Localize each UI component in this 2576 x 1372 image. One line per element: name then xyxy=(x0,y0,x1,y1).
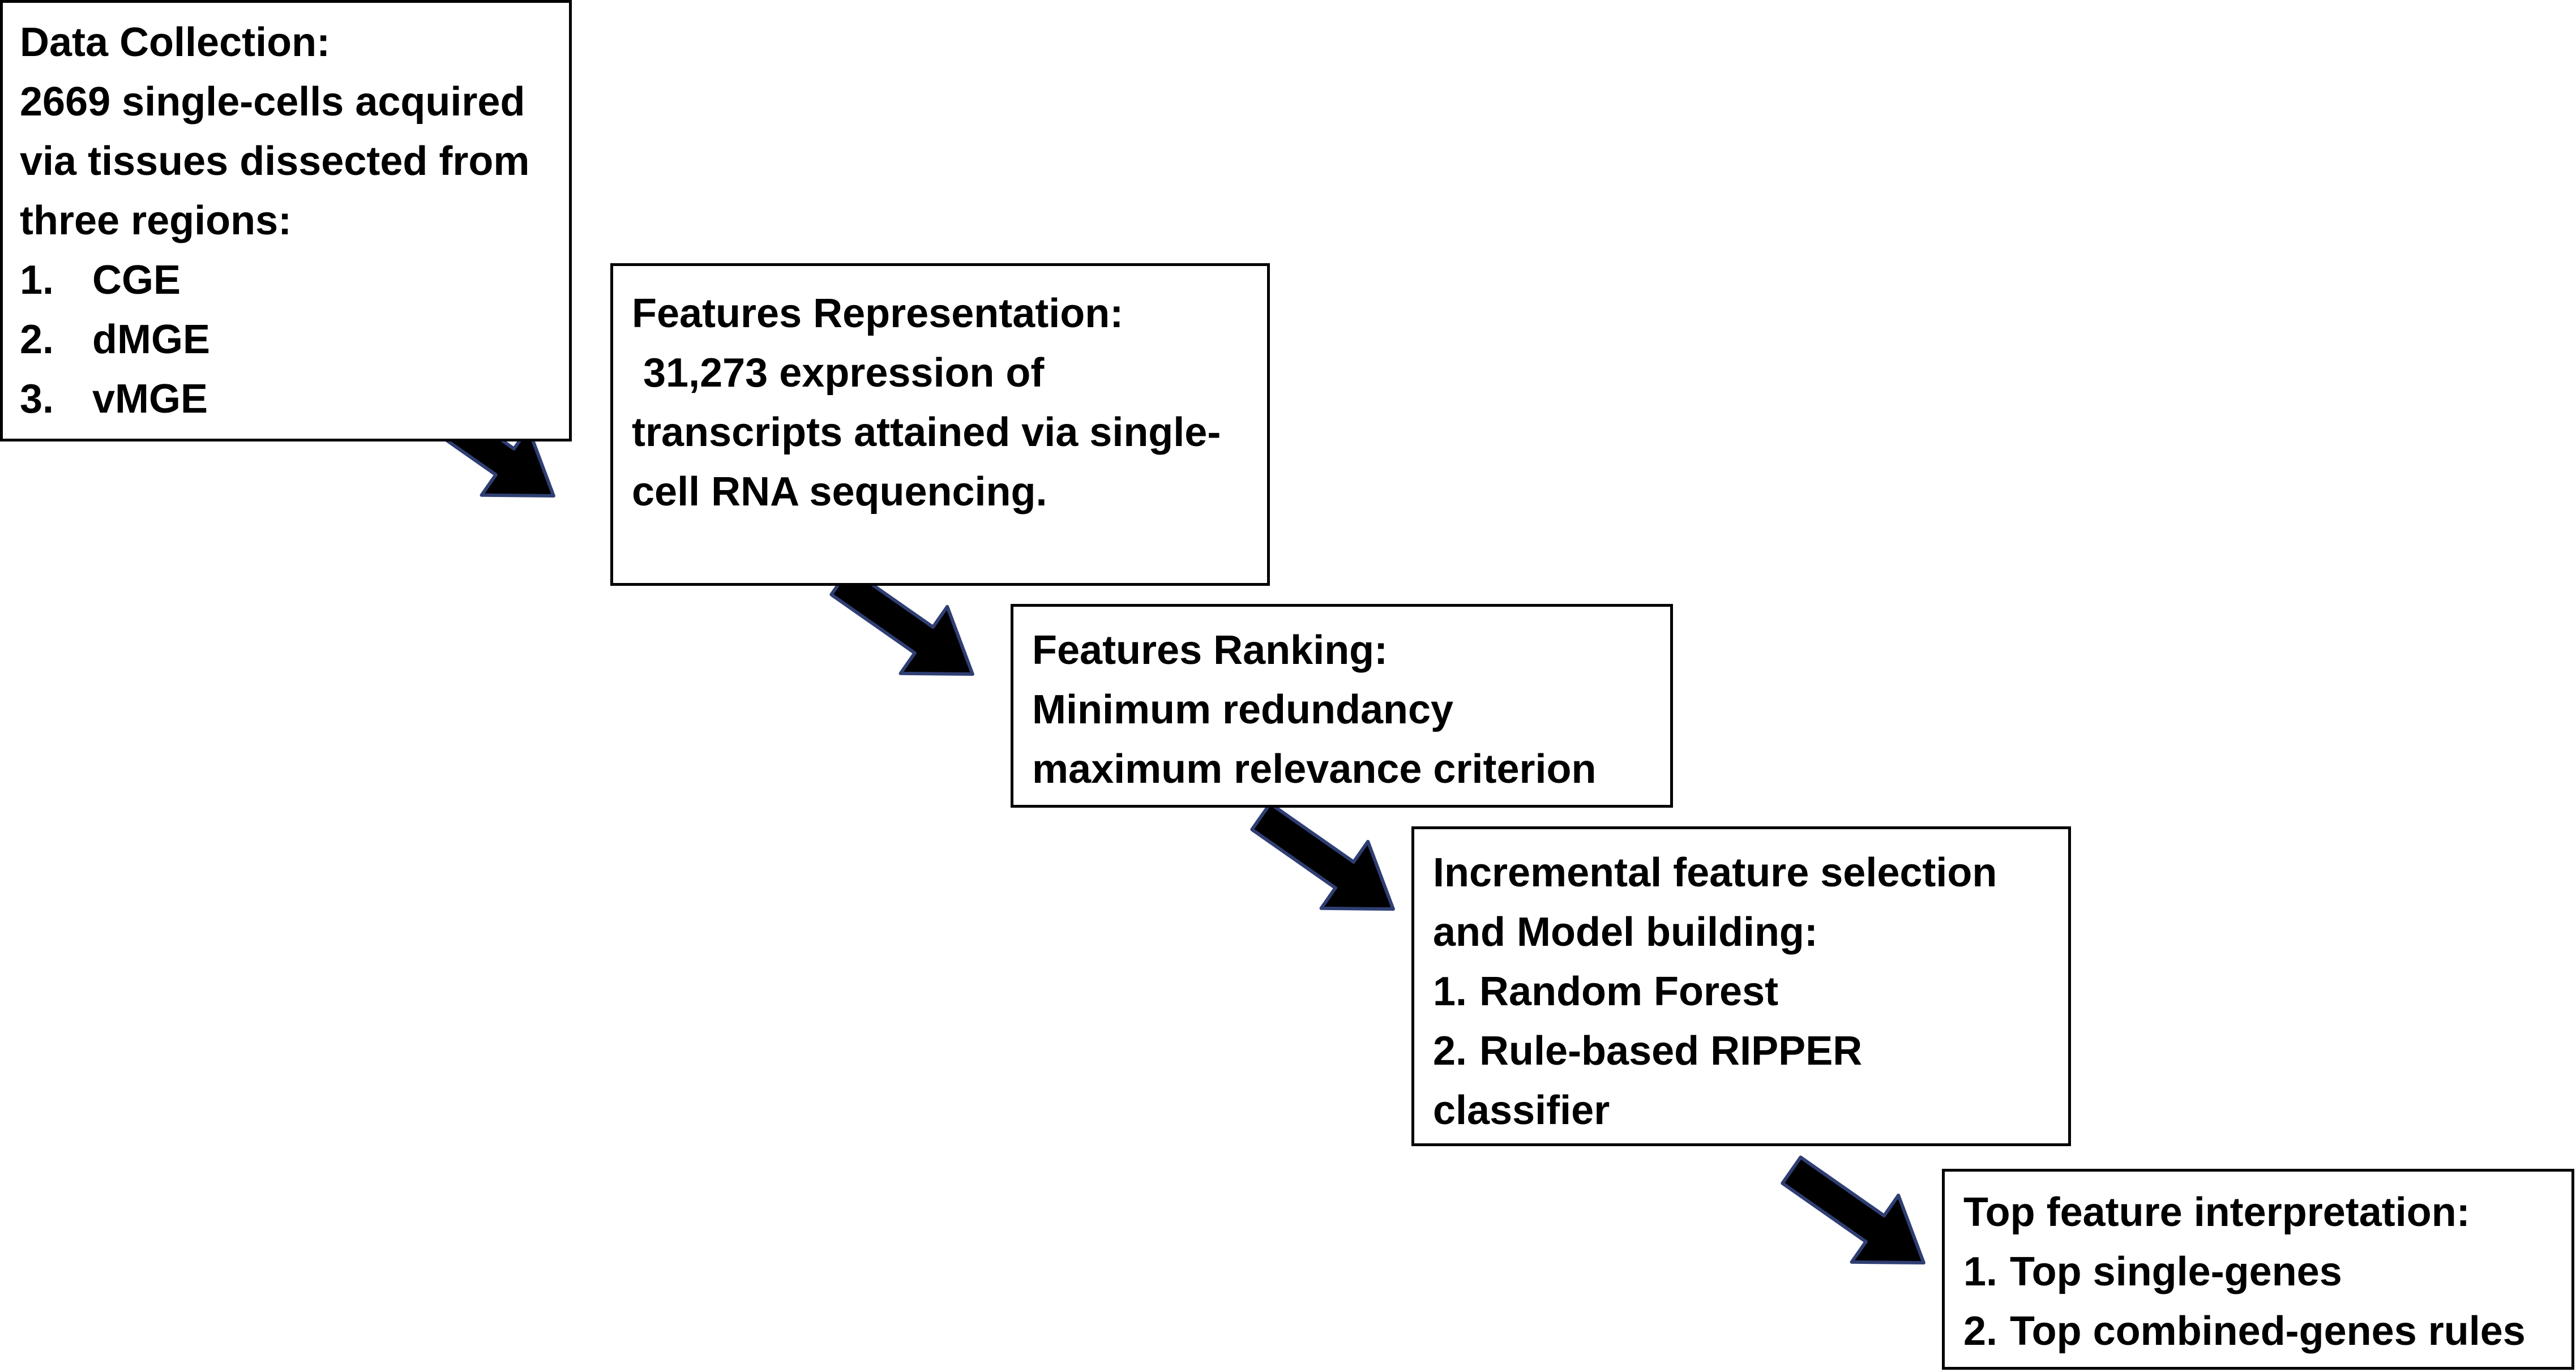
list-number: 1. xyxy=(1433,969,1467,1014)
list-item: 1. Random Forest xyxy=(1433,962,2051,1022)
step-title: Features Ranking: xyxy=(1032,628,1388,673)
arrow-down-right-icon xyxy=(1781,1155,1925,1265)
step-title: Incremental feature selection xyxy=(1433,850,1997,895)
list-label: dMGE xyxy=(92,317,210,362)
step-feature-selection-model-building: Incremental feature selection and Model … xyxy=(1411,826,2071,1146)
list-number: 3. xyxy=(20,376,54,422)
list-label: Rule-based RIPPER xyxy=(1479,1028,1863,1074)
step-text: Minimum redundancy xyxy=(1032,687,1454,732)
list-label: Random Forest xyxy=(1479,969,1779,1014)
list-label: vMGE xyxy=(92,376,208,422)
list-item: 2. Top combined-genes rules xyxy=(1963,1302,2560,1361)
step-data-collection: Data Collection: 2669 single-cells acqui… xyxy=(0,0,572,441)
step-title: Top feature interpretation: xyxy=(1963,1190,2470,1235)
step-top-feature-interpretation: Top feature interpretation: 1. Top singl… xyxy=(1942,1169,2574,1370)
list-item: 2. dMGE xyxy=(20,310,552,370)
step-features-ranking: Features Ranking: Minimum redundancy max… xyxy=(1011,604,1673,808)
step-text: via tissues dissected from xyxy=(20,139,530,184)
step-text: classifier xyxy=(1433,1088,1610,1133)
list-item: 1. Top single-genes xyxy=(1963,1242,2560,1302)
list-label: Top single-genes xyxy=(2010,1249,2342,1294)
step-text: and Model building: xyxy=(1433,910,1818,955)
list-number: 1. xyxy=(20,258,54,303)
list-number: 2. xyxy=(1433,1028,1467,1074)
step-features-representation: Features Representation: 31,273 expressi… xyxy=(610,263,1270,586)
step-text: maximum relevance criterion xyxy=(1032,747,1597,792)
list-label: Top combined-genes rules xyxy=(2010,1309,2526,1354)
step-text: cell RNA sequencing. xyxy=(632,469,1047,514)
step-text: transcripts attained via single- xyxy=(632,410,1221,455)
arrow-down-right-icon xyxy=(829,567,974,676)
step-title: Data Collection: xyxy=(20,20,331,65)
step-text: 31,273 expression of xyxy=(632,350,1045,396)
list-label: CGE xyxy=(92,258,181,303)
step-text: 2669 single-cells acquired xyxy=(20,79,525,125)
list-number: 2. xyxy=(1963,1309,1998,1354)
list-item: 1. CGE xyxy=(20,251,552,310)
list-item: 2. Rule-based RIPPER xyxy=(1433,1022,2051,1081)
arrow-down-right-icon xyxy=(1250,801,1395,911)
list-item: 3. vMGE xyxy=(20,370,552,429)
list-number: 2. xyxy=(20,317,54,362)
step-text: three regions: xyxy=(20,198,292,243)
step-title: Features Representation: xyxy=(632,291,1124,336)
list-number: 1. xyxy=(1963,1249,1998,1294)
